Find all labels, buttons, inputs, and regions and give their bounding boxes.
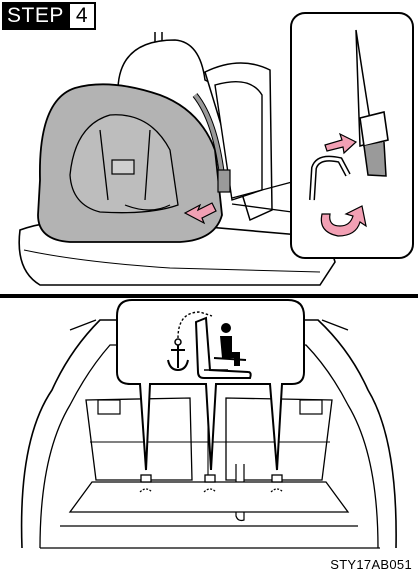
step-indicator: STEP 4 bbox=[2, 2, 96, 30]
step-label: STEP bbox=[2, 2, 70, 30]
cargo-floor bbox=[70, 482, 348, 512]
figure-code: STY17AB051 bbox=[328, 557, 414, 572]
headrest-left bbox=[98, 400, 120, 414]
headrest-right bbox=[300, 400, 322, 414]
inset-latch bbox=[364, 142, 386, 176]
inset-connector bbox=[360, 112, 388, 146]
harness-buckle bbox=[112, 160, 134, 174]
step-number: 4 bbox=[70, 2, 96, 30]
anchor-callout bbox=[117, 300, 304, 470]
panel-divider bbox=[0, 294, 418, 298]
belt-buckle bbox=[218, 170, 230, 192]
rear-seatback bbox=[118, 40, 215, 88]
